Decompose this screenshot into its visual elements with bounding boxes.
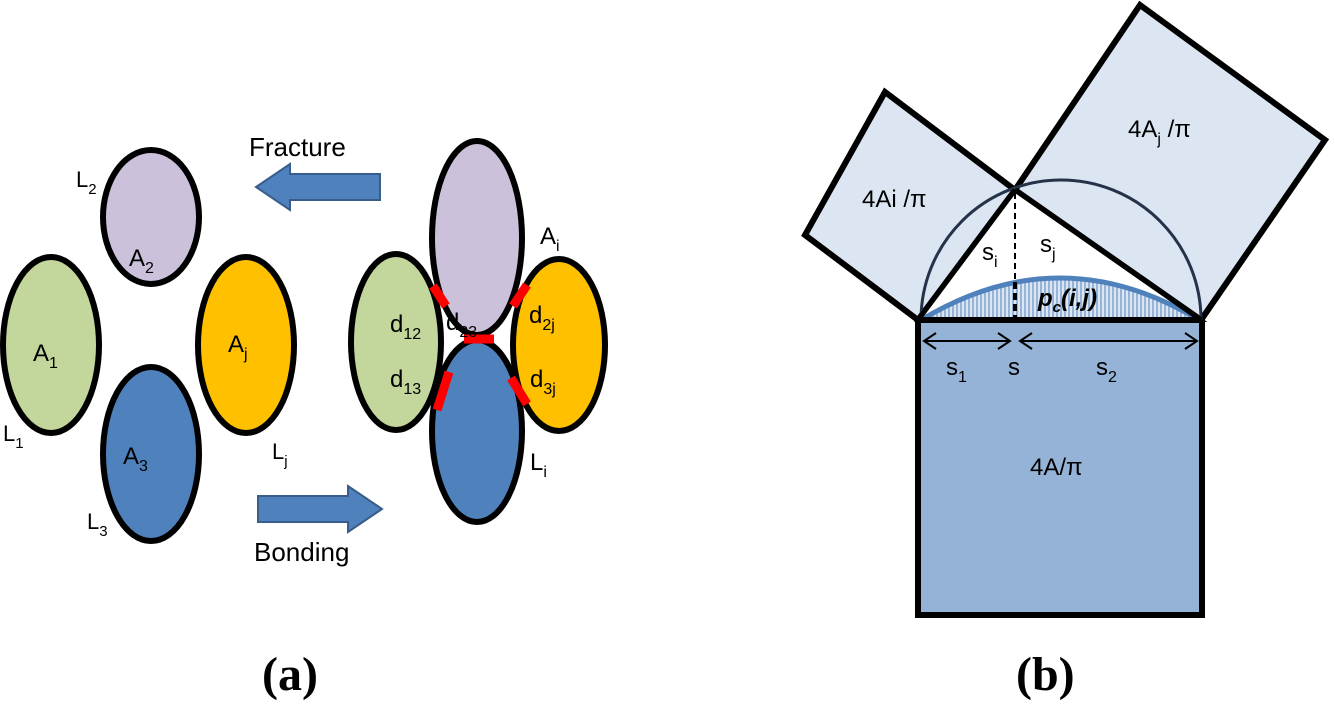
bond-label-d13: d13 xyxy=(390,366,421,398)
particle-label-aj: Aj xyxy=(228,331,248,363)
perimeter-label-l3: L3 xyxy=(87,509,108,540)
bond-label-d3j: d3j xyxy=(530,366,556,398)
bond-label-d2j: d2j xyxy=(529,302,555,334)
bonding-arrow xyxy=(257,484,384,534)
bonded-particle-right xyxy=(510,256,608,434)
bond-label-d23: d23 xyxy=(446,309,477,341)
particle-a3 xyxy=(100,364,202,544)
perimeter-label-l2: L2 xyxy=(76,167,97,198)
particle-label-a3: A3 xyxy=(123,443,148,475)
fracture-label: Fracture xyxy=(249,132,346,162)
semicircle-outline xyxy=(919,178,1203,321)
bond-d12 xyxy=(429,283,450,309)
fracture-arrow xyxy=(254,162,381,212)
dimension-label-s: s xyxy=(1008,354,1020,381)
perimeter-label-l1: L1 xyxy=(3,421,24,452)
panel-b: 4Ai /π 4Aj /π 4A/π si sj pc(i,j) s1 s s2… xyxy=(801,0,1330,701)
bond-d13 xyxy=(432,370,454,412)
caption-b: (b) xyxy=(1016,648,1075,701)
side-label-si: si xyxy=(982,239,998,271)
bond-d3j xyxy=(507,375,531,407)
triangle-side-i xyxy=(915,188,1018,322)
panel-a: A2 A1 Aj A3 L2 L1 Lj L3 Fracture Bonding… xyxy=(0,132,608,701)
bond-label-d12: d12 xyxy=(390,311,421,343)
perimeter-label-li: Li xyxy=(530,449,547,481)
bonded-particle-left xyxy=(348,251,444,433)
particle-label-ai: Ai xyxy=(540,223,560,255)
dimension-s1 xyxy=(922,332,1012,350)
bonding-label: Bonding xyxy=(254,537,349,567)
particle-a1 xyxy=(0,254,102,436)
particle-aj xyxy=(195,254,297,436)
overlap-label: pc(i,j) xyxy=(1037,285,1097,316)
triangle-side-j xyxy=(1013,187,1203,323)
side-label-sj: sj xyxy=(1040,231,1056,263)
particle-label-a2: A2 xyxy=(129,245,154,277)
particle-label-a1: A1 xyxy=(33,340,58,372)
square-main xyxy=(915,317,1205,618)
dimension-label-s1: s1 xyxy=(946,354,967,386)
particle-a2 xyxy=(100,147,202,287)
bond-d2j xyxy=(509,282,531,309)
overlap-boundary xyxy=(919,275,1201,323)
perimeter-label-lj: Lj xyxy=(272,439,288,470)
square-label-i: 4Ai /π xyxy=(862,186,927,213)
square-label-j: 4Aj /π xyxy=(1128,116,1191,148)
dimension-label-s2: s2 xyxy=(1096,354,1117,386)
dimension-s2 xyxy=(1018,332,1199,350)
bonded-particle-bottom xyxy=(429,337,525,525)
square-label-main: 4A/π xyxy=(1030,454,1083,481)
caption-a: (a) xyxy=(262,648,318,701)
